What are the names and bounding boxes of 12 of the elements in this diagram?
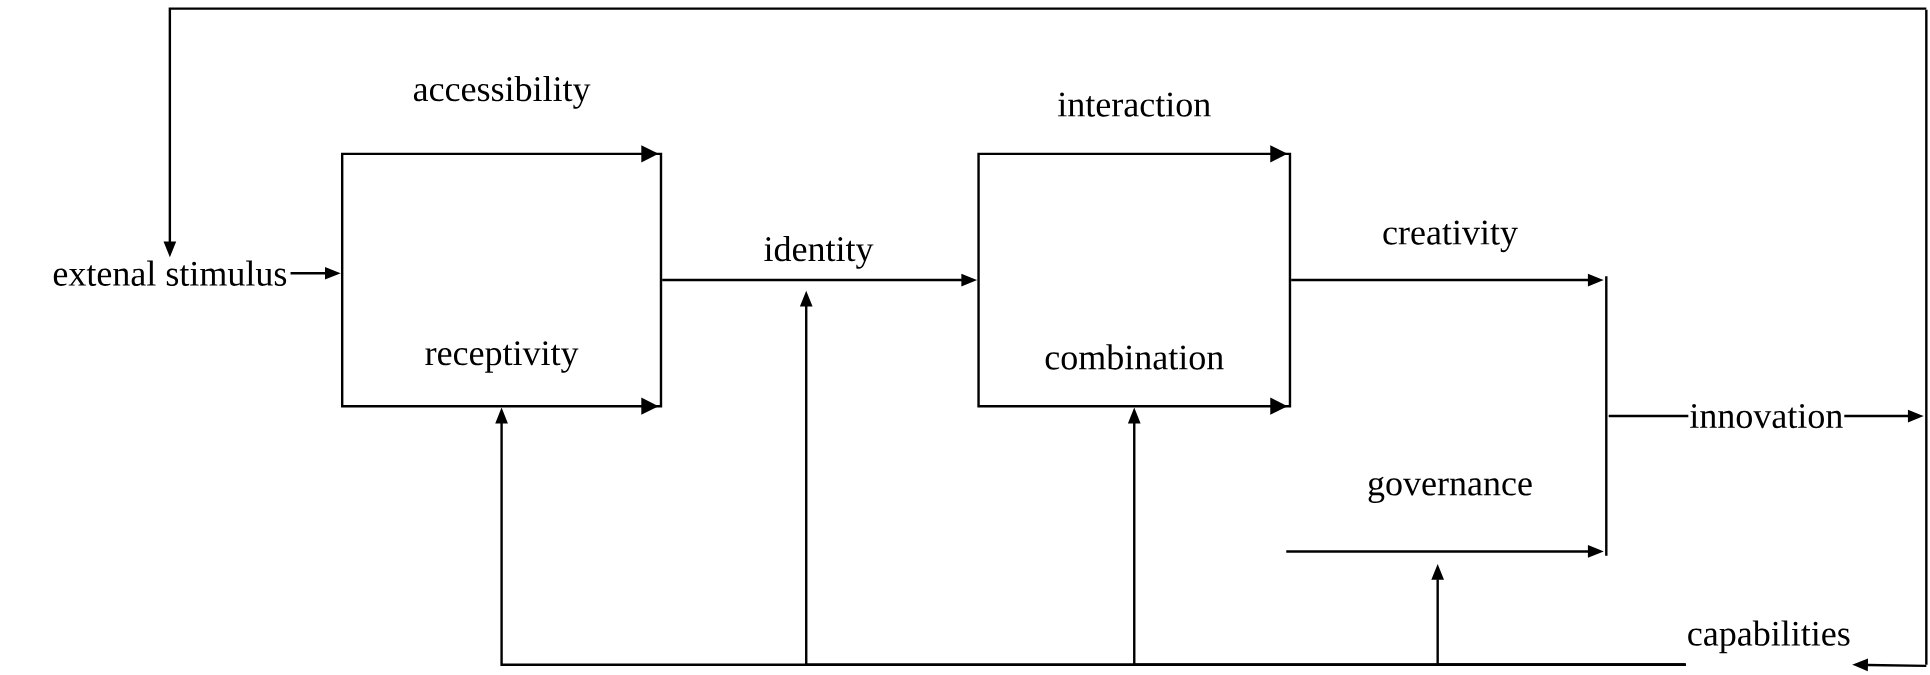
process-box: receptivity <box>341 145 663 416</box>
bar <box>1605 276 1608 556</box>
edge-label: creativity <box>1381 219 1519 254</box>
node-label: extenal stimulus <box>53 260 287 287</box>
node-label: capabilities <box>1688 620 1850 654</box>
edge-label: identity <box>762 235 875 270</box>
box-heading: accessibility <box>413 76 591 109</box>
box-heading: interaction <box>1058 92 1211 117</box>
edge-label: governance <box>1366 476 1534 505</box>
process-box: combination <box>977 145 1292 416</box>
bar <box>1925 10 1928 665</box>
edge-label: innovation <box>1688 403 1845 430</box>
